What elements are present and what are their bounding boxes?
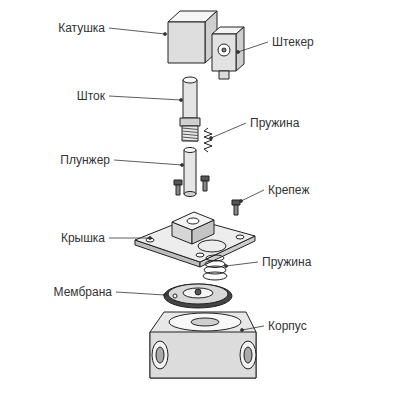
thread-line	[182, 131, 198, 133]
membrane	[164, 284, 232, 308]
plug	[212, 27, 244, 79]
screws	[174, 176, 240, 215]
cover	[135, 212, 255, 267]
part-label: Катушка	[57, 21, 106, 35]
part-label: Пружина	[261, 255, 312, 269]
part-label: Плунжер	[59, 153, 111, 167]
part-label: Штекер	[271, 35, 315, 49]
part-label: Крепеж	[267, 183, 310, 197]
part-label: Корпус	[267, 319, 308, 333]
thread-line	[182, 140, 198, 142]
spring	[204, 128, 212, 152]
thread-line	[182, 128, 198, 130]
part-label: Мембрана	[53, 285, 113, 299]
part-label: Пружина	[249, 116, 300, 130]
part-label: Крышка	[60, 231, 106, 245]
leader-lines	[109, 28, 268, 332]
thread-line	[182, 134, 198, 136]
valve-body	[150, 312, 256, 378]
plunger	[184, 148, 196, 197]
spring-lower	[203, 255, 227, 280]
part-label: Шток	[76, 89, 106, 103]
coil	[168, 11, 217, 63]
thread-line	[182, 137, 198, 139]
stem	[180, 77, 200, 142]
